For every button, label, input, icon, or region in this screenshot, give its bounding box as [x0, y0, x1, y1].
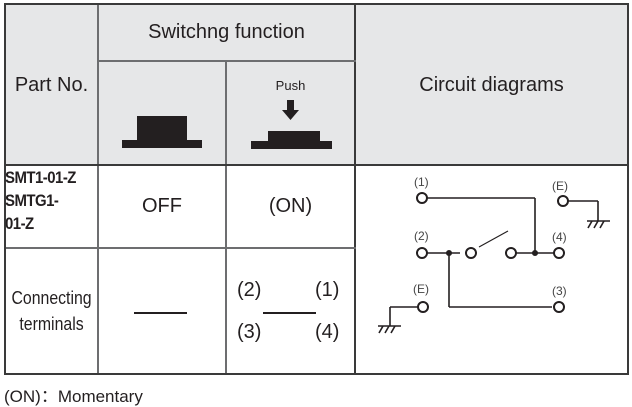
- junction-dot: [446, 250, 452, 256]
- switching-function-header: Switchng function: [148, 21, 305, 43]
- circuit-diagrams-header-cell: Circuit diagrams: [356, 5, 627, 165]
- pressed-state-header-cell: Push: [227, 62, 354, 165]
- column-divider: [225, 60, 227, 373]
- terminal-e-bottom: [417, 301, 429, 313]
- ground-icon: [587, 220, 610, 229]
- switch-terminal: [505, 247, 517, 259]
- junction-dot: [532, 250, 538, 256]
- circuit-diagram: (1) (2) (3) (4) (E) (E): [378, 175, 610, 334]
- label-terminal-e-bottom: (E): [413, 282, 429, 296]
- terminal-label: (1): [315, 279, 340, 301]
- terminal-label: (4): [315, 321, 340, 343]
- footnote: (ON)：Momentary: [4, 387, 143, 406]
- column-divider: [97, 5, 99, 373]
- terminal-3: [553, 301, 565, 313]
- on-state: (ON): [268, 195, 313, 217]
- terminal-2: [416, 247, 428, 259]
- circuit-diagrams-header: Circuit diagrams: [419, 73, 564, 96]
- label-terminal-e-top: (E): [552, 179, 568, 193]
- row-divider: [97, 60, 356, 62]
- label-terminal-1: (1): [414, 175, 429, 189]
- part-no-header-cell: Part No.: [6, 5, 97, 165]
- part-number-line: 01-Z: [5, 214, 34, 233]
- on-connection-line: [263, 312, 316, 314]
- switch-terminal: [465, 247, 477, 259]
- label-terminal-4: (4): [552, 230, 567, 244]
- part-number: SMT1-01-Z SMTG1- 01-Z: [5, 166, 76, 235]
- released-state-header-cell: [99, 62, 225, 165]
- on-state-cell: (ON): [227, 166, 354, 247]
- row-divider: [6, 247, 356, 249]
- button-released-icon: [122, 116, 202, 148]
- label-line: terminals: [19, 314, 84, 334]
- terminal-4: [553, 247, 565, 259]
- connecting-terminals-label: Connecting terminals: [6, 249, 97, 373]
- switching-function-header-cell: Switchng function: [99, 5, 354, 60]
- terminal-label: (2): [237, 279, 262, 301]
- part-number-line: SMTG1-: [5, 191, 59, 210]
- switch-contact: [478, 230, 509, 248]
- terminal-label: (3): [237, 321, 262, 343]
- off-connection-none: [134, 312, 187, 314]
- push-label: Push: [275, 78, 306, 93]
- terminal-e-top: [557, 195, 569, 207]
- label-terminal-3: (3): [552, 284, 567, 298]
- off-state: OFF: [142, 195, 182, 217]
- label-line: Connecting: [11, 288, 92, 308]
- part-no-header: Part No.: [14, 73, 89, 96]
- part-number-line: SMT1-01-Z: [5, 168, 76, 187]
- down-arrow-icon: [282, 100, 299, 120]
- column-divider: [354, 5, 356, 373]
- terminal-1: [416, 192, 428, 204]
- button-pressed-icon: [251, 100, 332, 149]
- off-state-cell: OFF: [99, 166, 225, 247]
- label-terminal-2: (2): [414, 229, 429, 243]
- row-divider: [6, 164, 627, 166]
- switch-spec-table: [4, 3, 629, 375]
- ground-icon: [378, 325, 401, 334]
